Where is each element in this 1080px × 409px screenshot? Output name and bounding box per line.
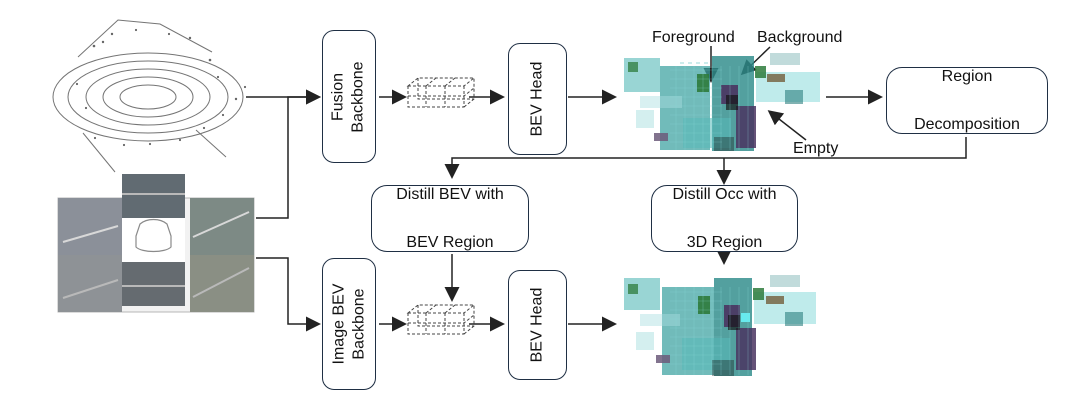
empty-pointer-arrow (767, 110, 807, 141)
region-decomposition-line1: Region (941, 67, 993, 85)
bev-head-top-label: BEV Head (528, 61, 546, 137)
distill-bev-line1: Distill BEV with (396, 185, 504, 203)
distill-occ-label: Distill Occ with 3D Region (672, 159, 776, 279)
bev-head-bottom-label: BEV Head (528, 287, 546, 363)
distill-occ-line2: 3D Region (686, 233, 763, 251)
region-feedback-line (444, 137, 967, 179)
occupancy-map-icon (624, 53, 820, 151)
camera-to-fusion-arrow (256, 89, 321, 219)
empty-label: Empty (793, 140, 839, 157)
image-bev-backbone-box: Image BEV Backbone (322, 258, 376, 390)
occupancy-map-icon (624, 275, 816, 376)
foreground-label: Foreground (652, 29, 735, 46)
image-bev-backbone-label: Image BEV Backbone (329, 284, 369, 365)
distill-bev-line2: BEV Region (406, 233, 494, 251)
region-decomposition-label: Region Decomposition (914, 41, 1020, 161)
fusion-backbone-line1: Fusion (330, 72, 348, 121)
bev-feature-volume-icon (406, 77, 476, 108)
bev-head-top-box: BEV Head (508, 43, 567, 155)
bev-feature-volume-icon (406, 304, 476, 335)
distill-bev-label: Distill BEV with BEV Region (396, 159, 504, 279)
region-decomposition-line2: Decomposition (914, 115, 1020, 133)
region-decomposition-box: Region Decomposition (886, 67, 1048, 134)
bev-head-bottom-box: BEV Head (508, 270, 567, 380)
distill-bev-box: Distill BEV with BEV Region (371, 185, 529, 252)
lidar-point-cloud-icon (52, 19, 247, 173)
fusion-backbone-box: Fusion Backbone (322, 30, 376, 163)
fusion-backbone-line2: Backbone (350, 60, 368, 133)
camera-to-image-backbone-arrow (256, 257, 321, 332)
multi-camera-image-icon (57, 174, 255, 313)
distill-occ-line1: Distill Occ with (672, 185, 777, 203)
background-label: Background (757, 29, 843, 46)
distill-occ-box: Distill Occ with 3D Region (651, 185, 798, 252)
fusion-backbone-label: Fusion Backbone (329, 61, 369, 132)
image-bev-backbone-line1: Image BEV (330, 283, 347, 365)
image-bev-backbone-line2: Backbone (350, 288, 367, 360)
